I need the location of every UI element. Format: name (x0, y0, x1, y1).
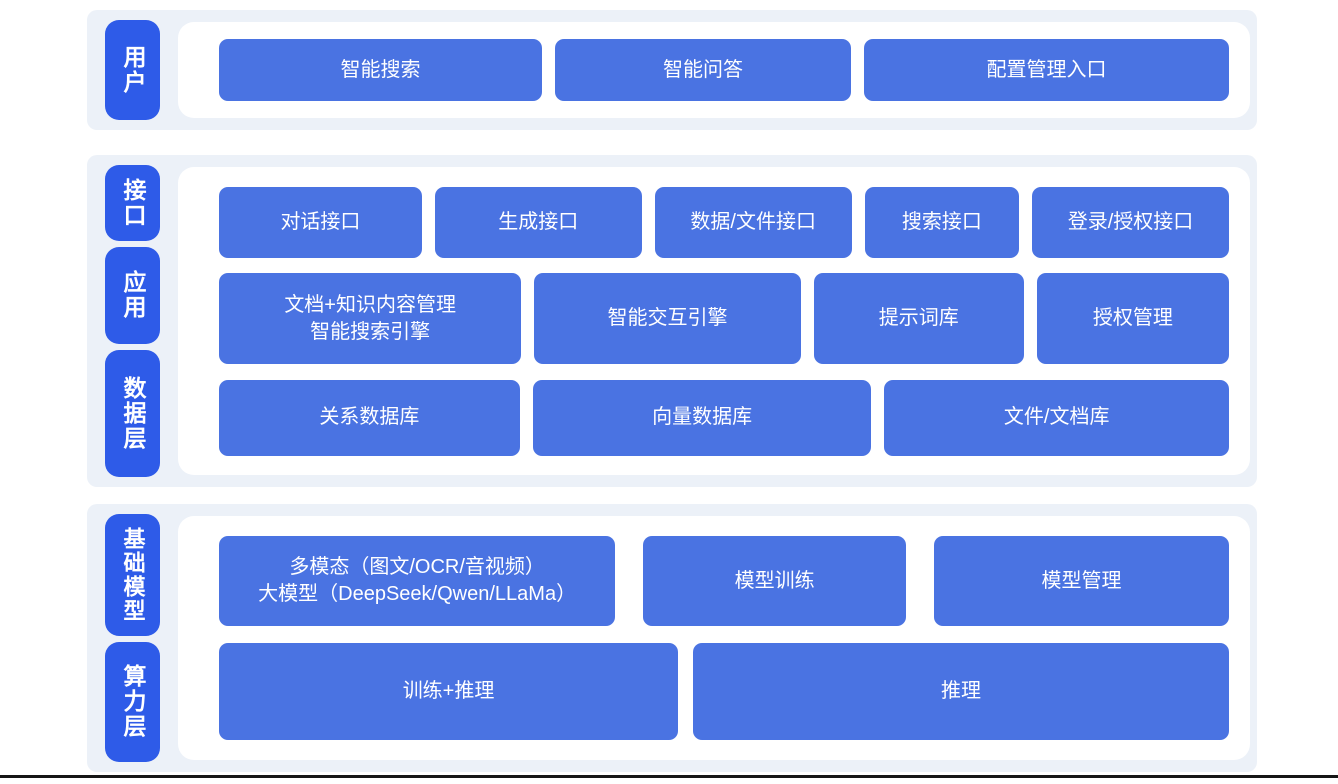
block-model-training: 模型训练 (643, 536, 907, 627)
bottom-card: 多模态（图文/OCR/音视频） 大模型（DeepSeek/Qwen/LLaMa）… (178, 516, 1250, 760)
section-interface-application-data: 接口 应用 数据层 对话接口 生成接口 数据/文件接口 搜索接口 登录/授权接口… (87, 155, 1257, 487)
block-config-management-entry: 配置管理入口 (864, 39, 1229, 101)
block-login-auth-api: 登录/授权接口 (1032, 186, 1229, 258)
user-layer-label-col: 用户 (105, 20, 160, 120)
block-smart-search: 智能搜索 (219, 39, 542, 101)
bottom-label-col: 基础模型 算力层 (105, 514, 160, 762)
compute-layer-row: 训练+推理 推理 (219, 642, 1229, 740)
block-inference: 推理 (693, 642, 1229, 740)
architecture-diagram: 用户 智能搜索 智能问答 配置管理入口 接口 应用 数据层 对话接口 生成接口 … (87, 10, 1257, 772)
layer-label-data-layer: 数据层 (105, 349, 160, 477)
middle-label-col: 接口 应用 数据层 (105, 165, 160, 477)
layer-label-user: 用户 (105, 20, 160, 120)
block-multimodal-large-model: 多模态（图文/OCR/音视频） 大模型（DeepSeek/Qwen/LLaMa） (219, 536, 616, 627)
bottom-divider-line (0, 775, 1338, 778)
data-layer-row: 关系数据库 向量数据库 文件/文档库 (219, 379, 1229, 456)
block-prompt-library: 提示词库 (813, 273, 1024, 364)
block-dialog-api: 对话接口 (219, 186, 422, 258)
foundation-model-row: 多模态（图文/OCR/音视频） 大模型（DeepSeek/Qwen/LLaMa）… (219, 536, 1229, 627)
block-generation-api: 生成接口 (434, 186, 642, 258)
block-smart-qa: 智能问答 (555, 39, 851, 101)
section-user-layer: 用户 智能搜索 智能问答 配置管理入口 (87, 10, 1257, 130)
user-layer-row: 智能搜索 智能问答 配置管理入口 (219, 39, 1229, 101)
block-authorization-management: 授权管理 (1036, 273, 1230, 364)
block-smart-interaction-engine: 智能交互引擎 (534, 273, 801, 364)
section-foundation-model-compute: 基础模型 算力层 多模态（图文/OCR/音视频） 大模型（DeepSeek/Qw… (87, 504, 1257, 772)
layer-label-compute-layer: 算力层 (105, 641, 160, 762)
block-model-management: 模型管理 (934, 536, 1229, 627)
block-relational-database: 关系数据库 (219, 379, 520, 456)
middle-card: 对话接口 生成接口 数据/文件接口 搜索接口 登录/授权接口 文档+知识内容管理… (178, 167, 1250, 475)
block-doc-knowledge-management-search-engine: 文档+知识内容管理 智能搜索引擎 (219, 273, 522, 364)
layer-label-interface: 接口 (105, 165, 160, 241)
layer-label-foundation-model: 基础模型 (105, 514, 160, 636)
interface-row: 对话接口 生成接口 数据/文件接口 搜索接口 登录/授权接口 (219, 186, 1229, 258)
block-file-document-store: 文件/文档库 (884, 379, 1229, 456)
block-data-file-api: 数据/文件接口 (654, 186, 852, 258)
application-row: 文档+知识内容管理 智能搜索引擎 智能交互引擎 提示词库 授权管理 (219, 273, 1230, 364)
block-search-api: 搜索接口 (864, 186, 1020, 258)
block-training-plus-inference: 训练+推理 (219, 642, 679, 740)
user-layer-card: 智能搜索 智能问答 配置管理入口 (178, 22, 1250, 118)
block-vector-database: 向量数据库 (532, 379, 872, 456)
layer-label-application: 应用 (105, 246, 160, 344)
